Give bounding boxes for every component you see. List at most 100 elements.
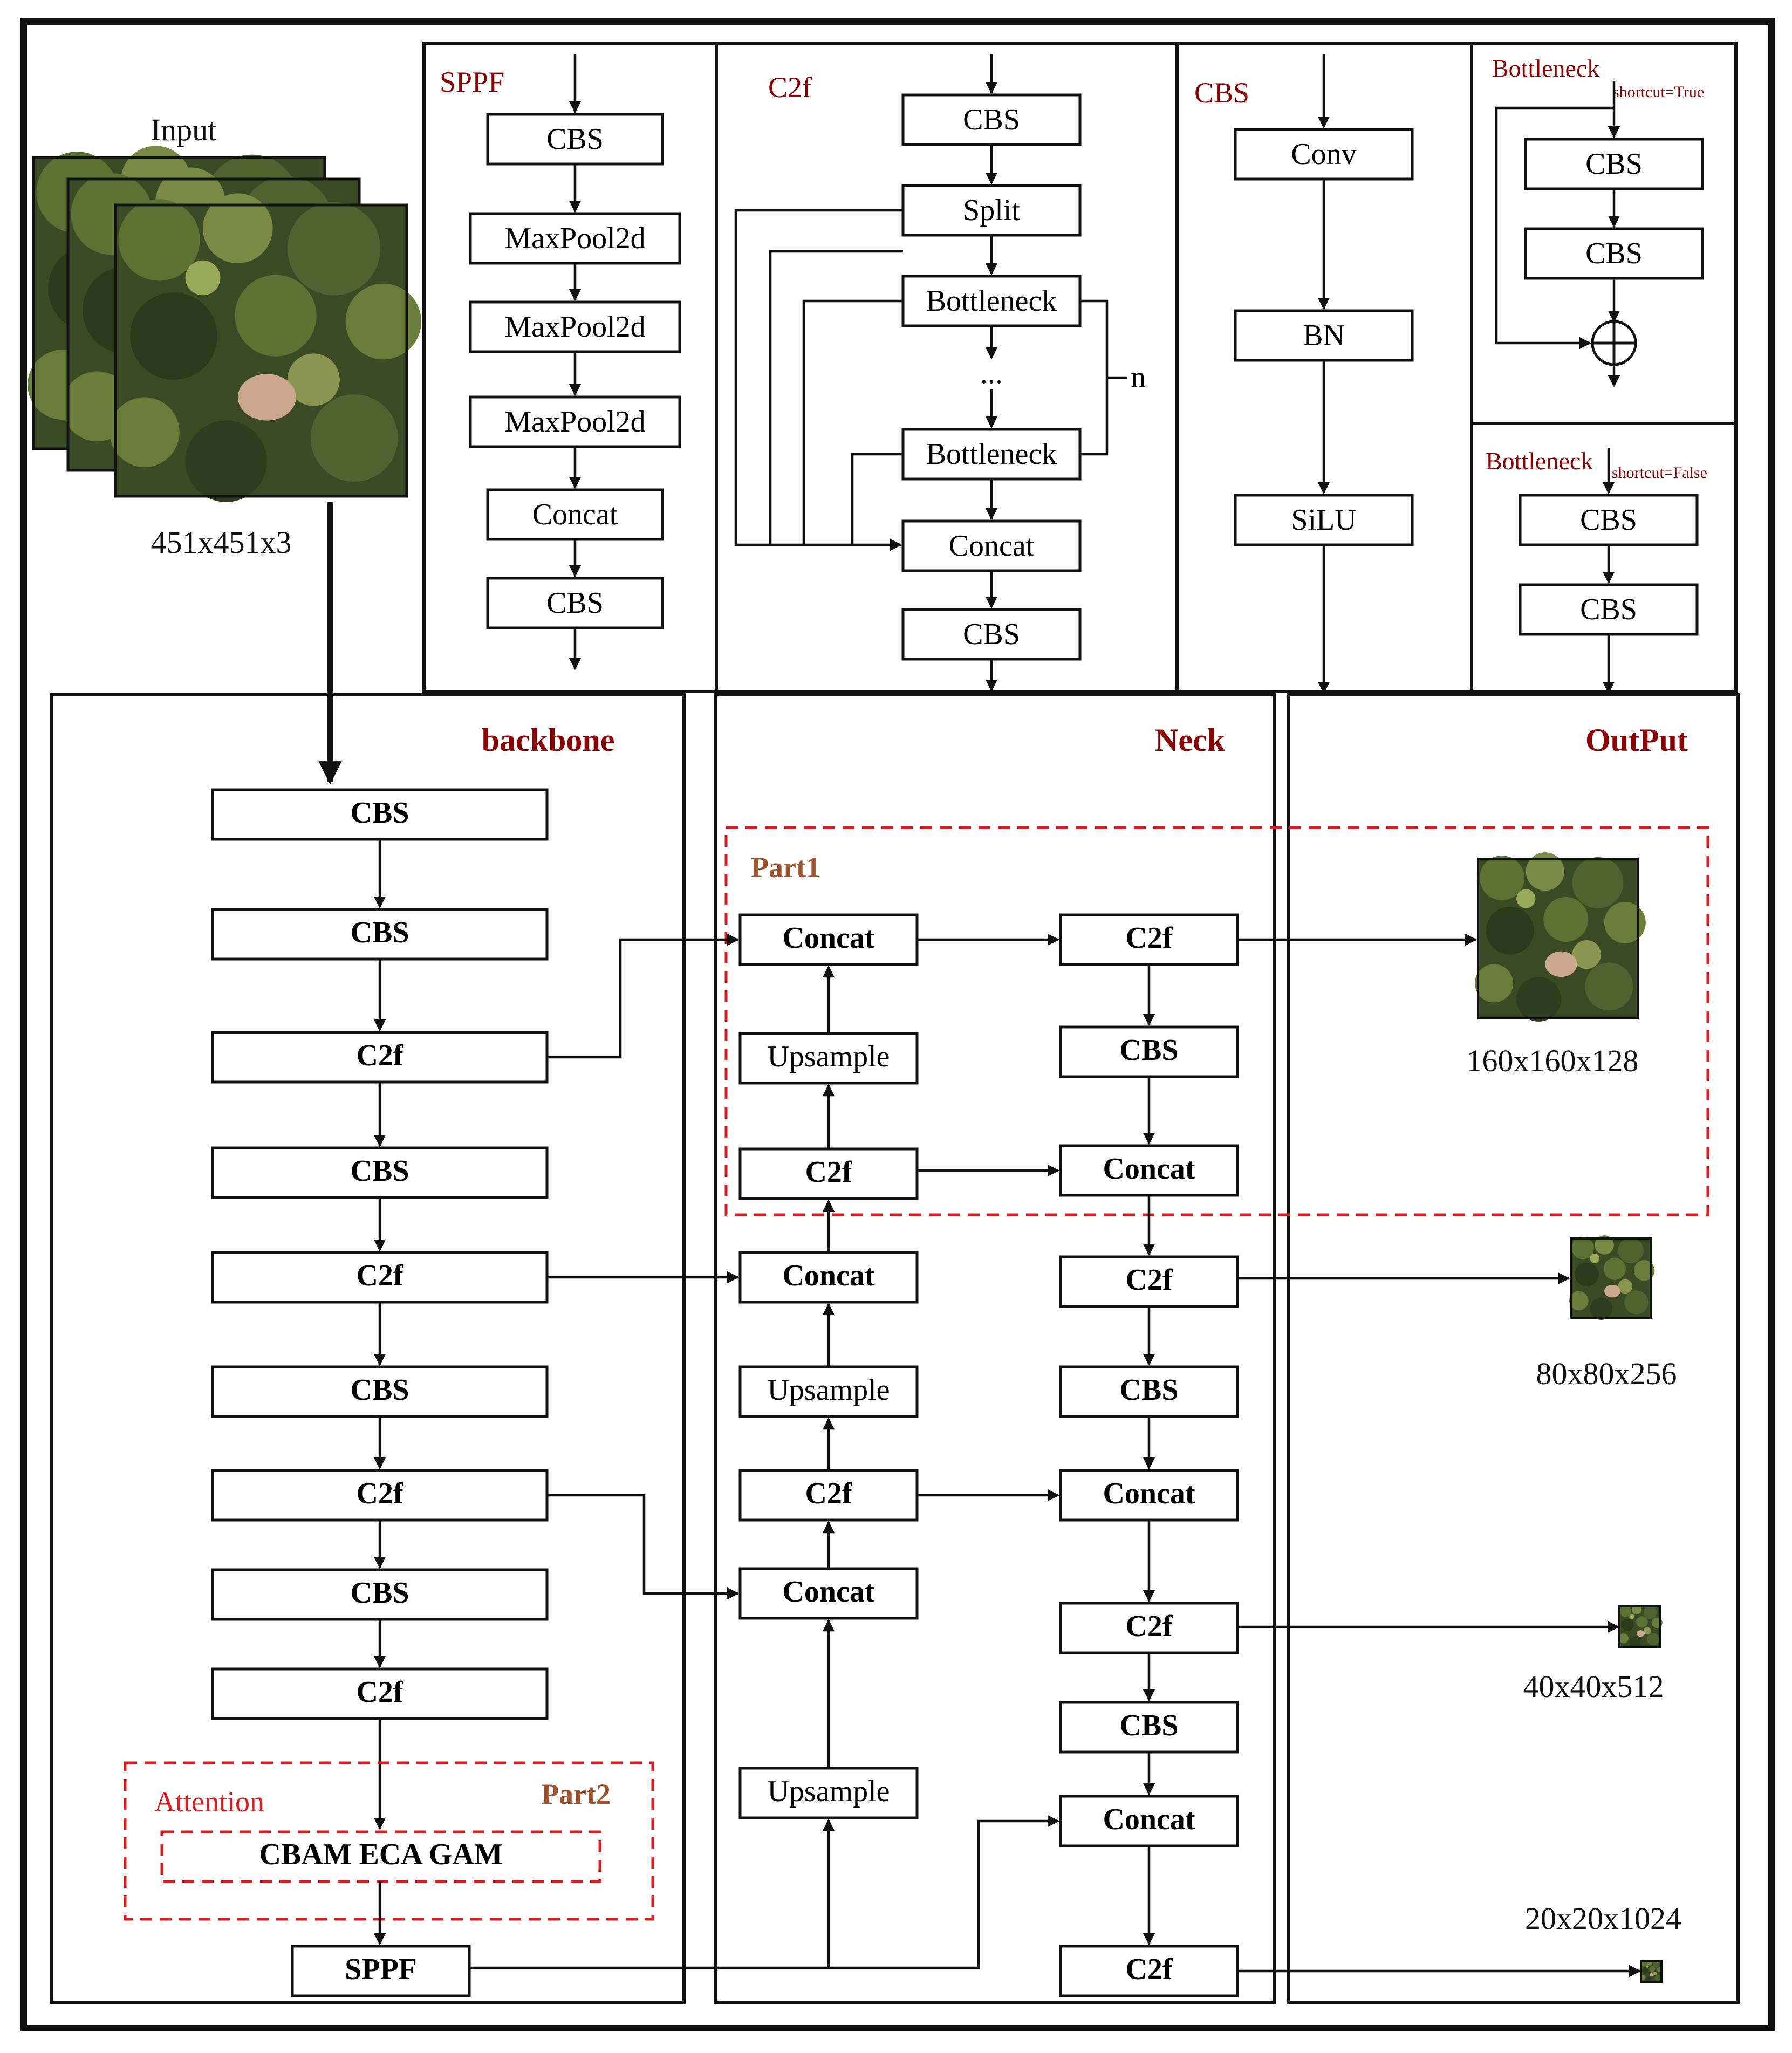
backbone-block: CBS [211, 1568, 549, 1621]
backbone-block: C2f [211, 1251, 549, 1304]
c2f-block: Concat [901, 519, 1082, 572]
svg-text:CBS: CBS [1120, 1034, 1179, 1067]
svg-text:Conv: Conv [1291, 138, 1356, 171]
cbs-block: SiLU [1234, 494, 1414, 546]
output-title: OutPut [1585, 722, 1688, 758]
svg-text:Upsample: Upsample [767, 1040, 890, 1073]
neck-right-block: Concat [1059, 1795, 1239, 1847]
svg-text:C2f: C2f [356, 1259, 403, 1292]
output-feature-map [1618, 1604, 1663, 1648]
svg-text:Concat: Concat [782, 1575, 874, 1609]
svg-text:CBS: CBS [546, 122, 604, 156]
svg-text:CBS: CBS [1120, 1373, 1179, 1407]
neck-right-block: CBS [1059, 1025, 1239, 1078]
neck-left-block: Upsample [738, 1032, 919, 1085]
svg-text:Bottleneck: Bottleneck [926, 284, 1057, 318]
bottleneck-false-block: CBS [1519, 583, 1699, 636]
svg-text:SPPF: SPPF [345, 1953, 417, 1986]
c2f-block: CBS [901, 93, 1082, 146]
svg-text:CBS: CBS [351, 1154, 409, 1188]
backbone-sppf-block: SPPF [291, 1945, 471, 1997]
svg-text:C2f: C2f [1125, 1953, 1173, 1986]
svg-text:CBS: CBS [1585, 147, 1643, 181]
backbone-block: CBS [211, 1146, 549, 1199]
svg-text:CBS: CBS [1580, 503, 1637, 537]
bottleneck-true-title: Bottleneck [1492, 54, 1599, 82]
svg-text:CBS: CBS [963, 618, 1020, 651]
input-size: 451x451x3 [151, 525, 292, 560]
svg-text:C2f: C2f [805, 1477, 852, 1510]
attention-label: Attention [154, 1785, 264, 1818]
svg-text:Concat: Concat [1103, 1477, 1195, 1510]
backbone-title: backbone [482, 722, 615, 758]
sppf-panel-title: SPPF [440, 66, 504, 98]
svg-text:Concat: Concat [1103, 1803, 1195, 1836]
svg-text:Bottleneck: Bottleneck [926, 437, 1057, 471]
sppf-block: MaxPool2d [469, 395, 681, 448]
sppf-block: MaxPool2d [469, 300, 681, 353]
neck-left-block: Concat [738, 913, 919, 966]
svg-text:SiLU: SiLU [1291, 503, 1356, 537]
neck-left-block: Upsample [738, 1767, 919, 1819]
c2f-block: Split [901, 184, 1082, 237]
c2f-panel-title: C2f [768, 71, 812, 104]
svg-text:CBS: CBS [1585, 237, 1643, 270]
bottleneck-false-title: Bottleneck [1486, 447, 1593, 475]
svg-text:Concat: Concat [532, 498, 618, 531]
output-size: 160x160x128 [1467, 1043, 1639, 1078]
output-size: 40x40x512 [1523, 1669, 1664, 1704]
sppf-block: CBS [486, 577, 664, 629]
backbone-block: CBS [211, 788, 549, 841]
output-panel [1287, 693, 1740, 2004]
neck-left-block: C2f [738, 1147, 919, 1200]
svg-text:C2f: C2f [356, 1477, 403, 1510]
c2f-block: CBS [901, 608, 1082, 661]
output-feature-map [1640, 1960, 1663, 1983]
backbone-block: C2f [211, 1469, 549, 1522]
svg-text:C2f: C2f [356, 1039, 403, 1072]
backbone-block: CBS [211, 1365, 549, 1418]
input-label: Input [151, 112, 216, 147]
svg-text:Concat: Concat [1103, 1152, 1195, 1186]
neck-left-block: Concat [738, 1567, 919, 1620]
sppf-block: MaxPool2d [469, 212, 681, 265]
neck-right-block: C2f [1059, 913, 1239, 966]
neck-panel [714, 693, 1276, 2004]
c2f-repeat-n: n [1131, 361, 1146, 394]
svg-text:CBS: CBS [351, 796, 409, 830]
svg-text:Split: Split [963, 194, 1020, 227]
part1-region [724, 826, 1709, 1216]
backbone-panel [50, 693, 686, 2004]
svg-text:MaxPool2d: MaxPool2d [504, 405, 645, 439]
svg-text:C2f: C2f [805, 1155, 852, 1189]
svg-text:CBS: CBS [1580, 593, 1637, 626]
svg-text:C2f: C2f [356, 1675, 403, 1709]
svg-text:MaxPool2d: MaxPool2d [504, 222, 645, 255]
output-feature-map [1475, 852, 1646, 1022]
neck-title: Neck [1155, 722, 1226, 758]
svg-text:MaxPool2d: MaxPool2d [504, 310, 645, 344]
svg-text:Upsample: Upsample [767, 1373, 890, 1407]
output-feature-map [1569, 1235, 1655, 1320]
svg-text:BN: BN [1303, 319, 1345, 352]
shortcut-false-label: shortcut=False [1612, 464, 1707, 482]
sppf-block: CBS [486, 113, 664, 166]
svg-text:Concat: Concat [949, 529, 1035, 563]
svg-text:Concat: Concat [782, 921, 874, 955]
neck-right-block: Concat [1059, 1469, 1239, 1522]
sppf-block: Concat [486, 488, 664, 541]
output-size: 20x20x1024 [1525, 1901, 1681, 1936]
part2-label: Part2 [541, 1778, 611, 1810]
neck-right-block: C2f [1059, 1945, 1239, 1997]
backbone-block: CBS [211, 908, 549, 961]
input-image-stack [28, 146, 421, 502]
c2f-repeat-dots: ... [980, 357, 1003, 390]
c2f-block: Bottleneck [901, 275, 1082, 327]
bottleneck-true-block: CBS [1524, 227, 1704, 280]
cbs-panel-title: CBS [1194, 77, 1249, 109]
shortcut-true-label: shortcut=True [1613, 83, 1704, 101]
svg-text:CBS: CBS [546, 586, 604, 620]
neck-right-block: CBS [1059, 1701, 1239, 1754]
bottleneck-true-block: CBS [1524, 138, 1704, 190]
